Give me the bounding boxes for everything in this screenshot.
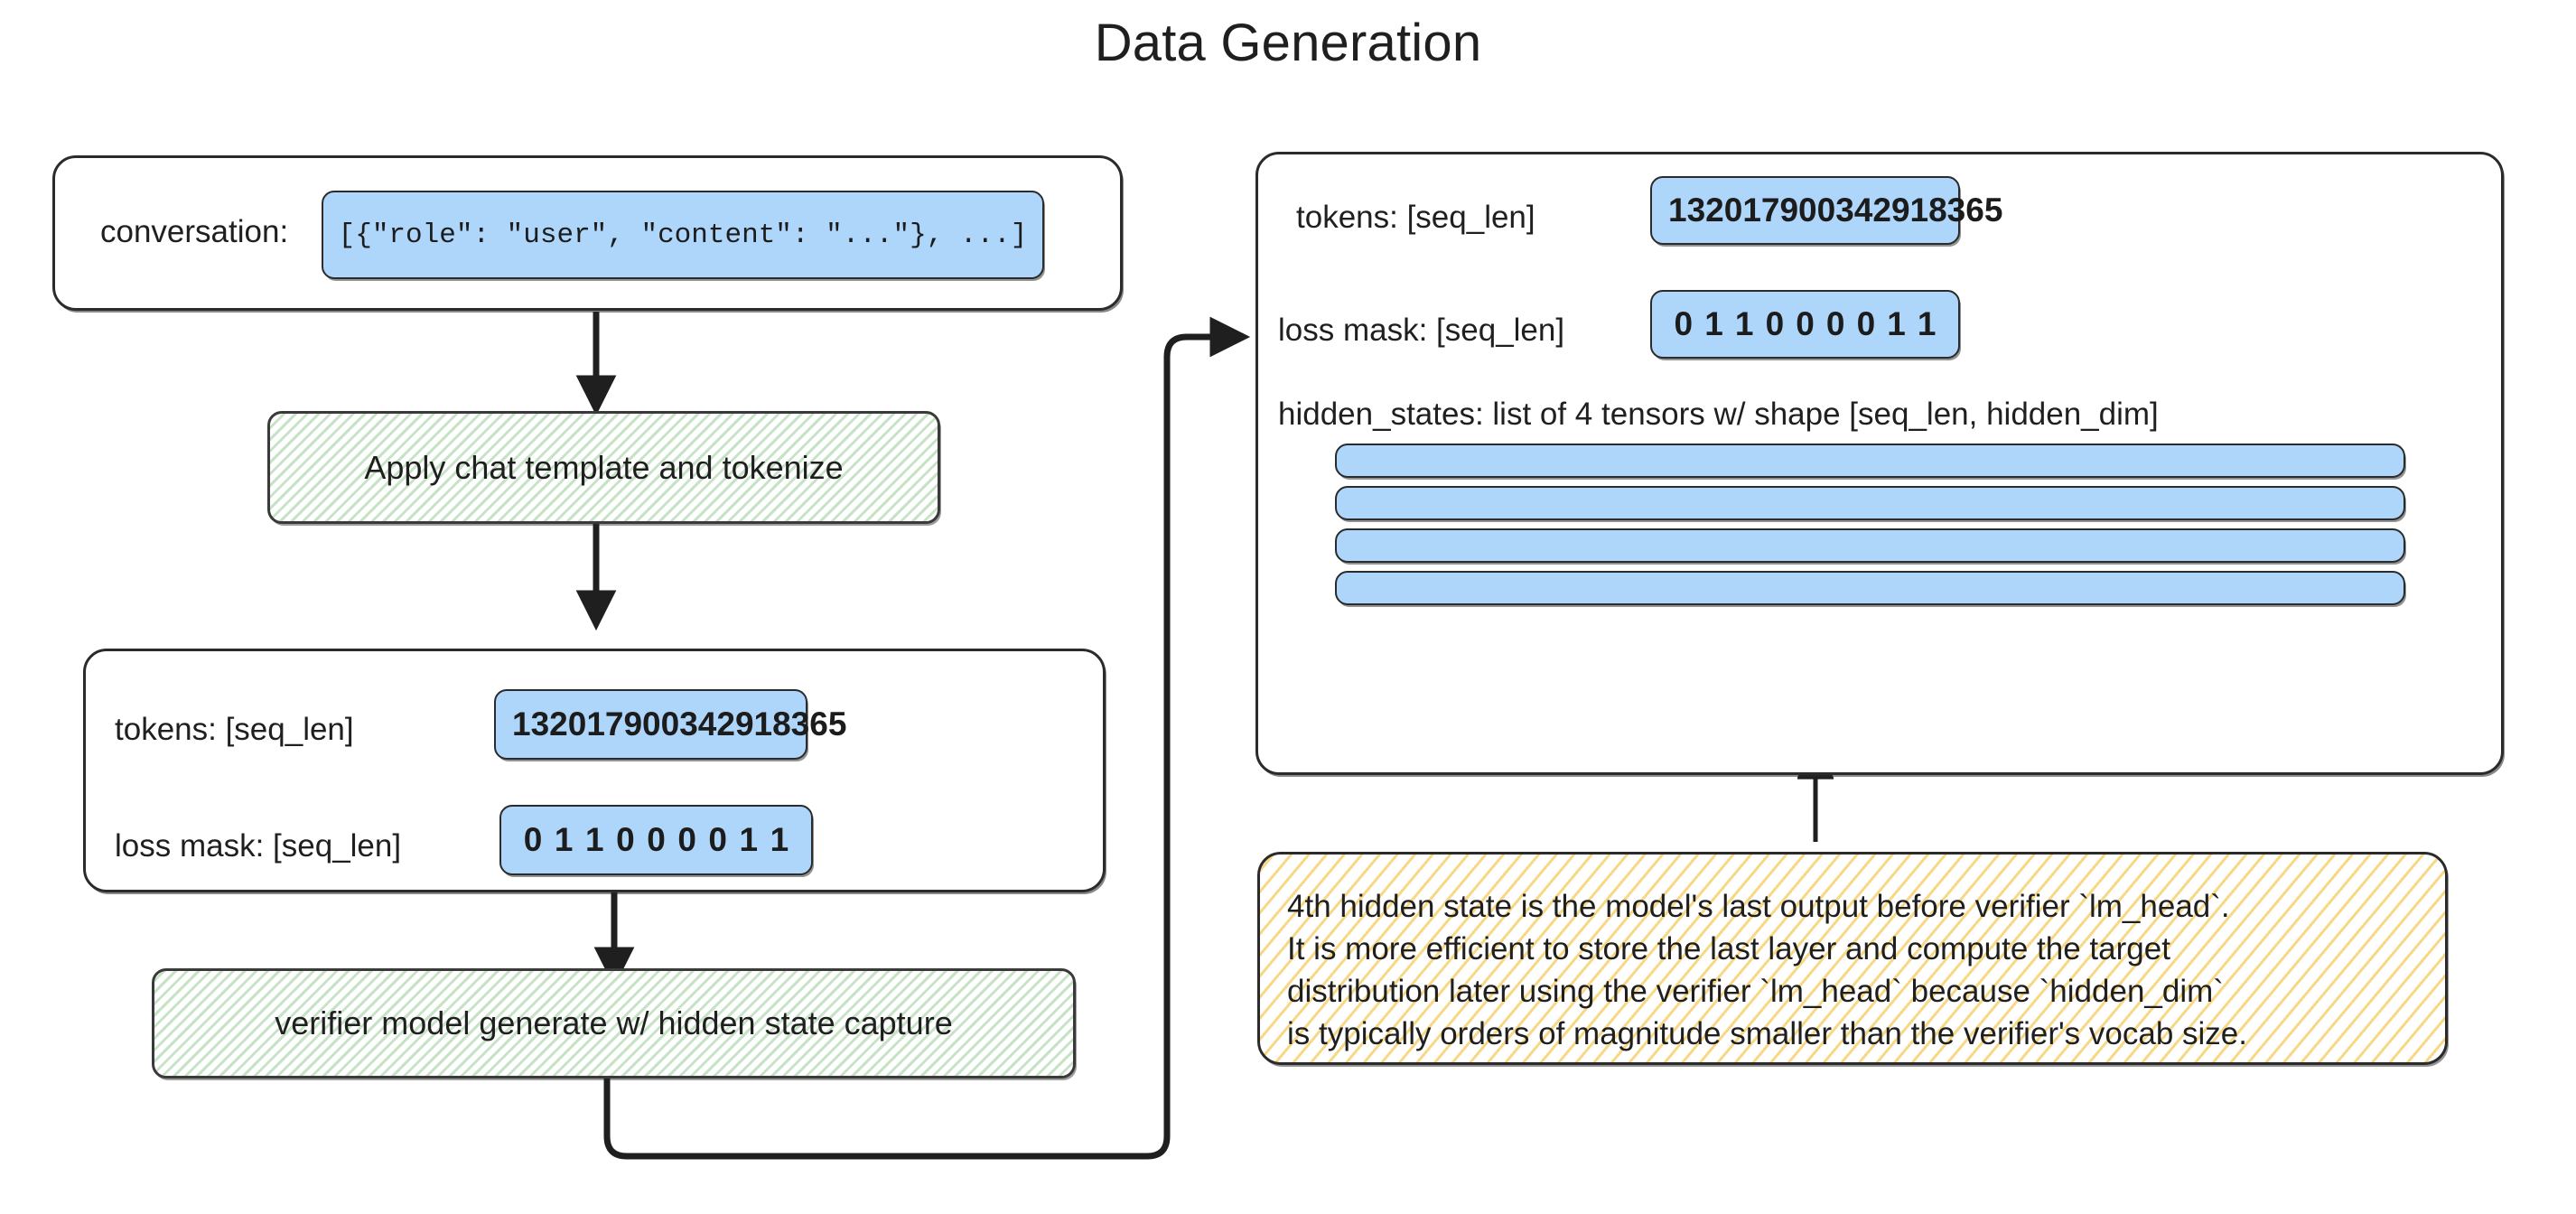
conversation-panel: conversation: [{"role": "user", "content… bbox=[52, 155, 1123, 311]
explanatory-note: 4th hidden state is the model's last out… bbox=[1257, 852, 2448, 1065]
token-cell: 17 bbox=[586, 705, 624, 742]
token-cell: 20 bbox=[549, 705, 587, 742]
token-cell: 20 bbox=[1705, 191, 1743, 229]
hidden-state-bar-4 bbox=[1335, 571, 2405, 605]
loss-mask-cell: 0 bbox=[523, 821, 543, 858]
token-cell: 90 bbox=[623, 705, 661, 742]
token-cell: 03 bbox=[660, 705, 698, 742]
step-verifier-generate-label: verifier model generate w/ hidden state … bbox=[275, 1004, 953, 1041]
token-cell: 13 bbox=[1668, 191, 1706, 229]
loss-mask-cell: 0 bbox=[616, 821, 635, 858]
note-line-3: distribution later using the verifier `l… bbox=[1287, 974, 2224, 1009]
loss-mask-cell: 1 bbox=[1704, 305, 1723, 342]
token-cell: 65 bbox=[1965, 191, 2003, 229]
loss-mask-cell: 0 bbox=[647, 821, 666, 858]
token-cell: 91 bbox=[1890, 191, 1929, 229]
output-loss-mask-label: loss mask: [seq_len] bbox=[1278, 313, 1565, 348]
loss-mask-cell: 1 bbox=[1734, 305, 1754, 342]
loss-mask-cell: 0 bbox=[1825, 305, 1845, 342]
loss-mask-cell: 1 bbox=[584, 821, 604, 858]
loss-mask-cell: 0 bbox=[1674, 305, 1694, 342]
note-line-4: is typically orders of magnitude smaller… bbox=[1287, 1016, 2247, 1051]
loss-mask-cell: 0 bbox=[1856, 305, 1876, 342]
token-cell: 65 bbox=[809, 705, 847, 742]
output-tokens-label: tokens: [seq_len] bbox=[1296, 200, 1535, 235]
token-cell: 42 bbox=[1853, 191, 1891, 229]
note-line-1: 4th hidden state is the model's last out… bbox=[1287, 889, 2230, 924]
token-cell: 83 bbox=[772, 705, 810, 742]
loss-mask-cell: 0 bbox=[708, 821, 727, 858]
page-title: Data Generation bbox=[1094, 14, 1482, 72]
loss-mask-cell: 1 bbox=[1917, 305, 1937, 342]
note-line-2: It is more efficient to store the last l… bbox=[1287, 931, 2170, 967]
token-cell: 83 bbox=[1928, 191, 1966, 229]
tokens-label: tokens: [seq_len] bbox=[115, 712, 354, 747]
token-cell: 42 bbox=[697, 705, 735, 742]
conversation-value: [{"role": "user", "content": "..."}, ...… bbox=[338, 219, 1028, 251]
conversation-label: conversation: bbox=[100, 214, 289, 249]
hidden-states-label: hidden_states: list of 4 tensors w/ shap… bbox=[1278, 397, 2159, 432]
hidden-state-bar-1 bbox=[1335, 444, 2405, 478]
token-cell: 91 bbox=[734, 705, 773, 742]
loss-mask-label: loss mask: [seq_len] bbox=[115, 828, 402, 864]
conversation-value-chip: [{"role": "user", "content": "..."}, ...… bbox=[322, 191, 1044, 279]
hidden-state-bar-2 bbox=[1335, 486, 2405, 520]
loss-mask-cell: 0 bbox=[677, 821, 696, 858]
token-cell: 17 bbox=[1742, 191, 1780, 229]
loss-mask-cell: 1 bbox=[554, 821, 574, 858]
token-cell: 03 bbox=[1816, 191, 1854, 229]
hidden-state-bar-3 bbox=[1335, 528, 2405, 563]
loss-mask-cell: 0 bbox=[1796, 305, 1815, 342]
token-cell: 13 bbox=[512, 705, 550, 742]
step-apply-chat-template[interactable]: Apply chat template and tokenize bbox=[267, 411, 940, 524]
step-apply-chat-template-label: Apply chat template and tokenize bbox=[364, 448, 844, 486]
token-cell: 90 bbox=[1779, 191, 1817, 229]
step-verifier-generate[interactable]: verifier model generate w/ hidden state … bbox=[152, 968, 1076, 1079]
loss-mask-cell: 1 bbox=[1887, 305, 1906, 342]
loss-mask-cell: 1 bbox=[739, 821, 759, 858]
loss-mask-cell: 0 bbox=[1765, 305, 1785, 342]
loss-mask-cell: 1 bbox=[770, 821, 789, 858]
